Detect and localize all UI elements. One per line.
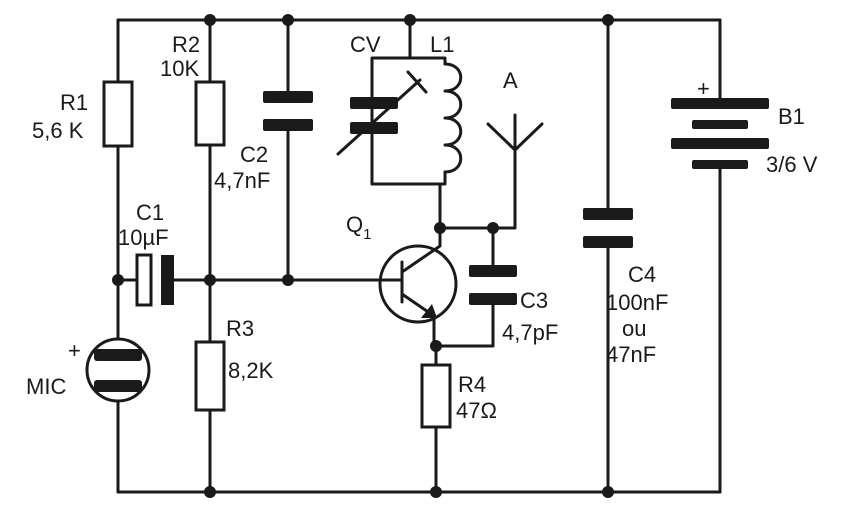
c2-value-label: 4,7nF xyxy=(214,168,270,193)
q1-name-label: Q1 xyxy=(346,212,371,243)
capacitor-c4 xyxy=(583,208,633,248)
c1-value-label: 10µF xyxy=(118,225,169,250)
r1-value-label: 5,6 K xyxy=(32,118,84,143)
antenna-name-label: A xyxy=(503,68,518,93)
c3-name-label: C3 xyxy=(520,288,548,313)
c4-name-label: C4 xyxy=(628,262,656,287)
battery-b1 xyxy=(671,98,769,169)
transistor-q1 xyxy=(378,226,458,348)
c4-value-label-2: ou xyxy=(622,316,646,341)
tank-loop-wire xyxy=(370,56,447,186)
junction-dots xyxy=(112,14,614,498)
antenna-a xyxy=(486,113,544,170)
r2-name-label: R2 xyxy=(172,32,200,57)
b1-name-label: B1 xyxy=(778,104,805,129)
c1-name-label: C1 xyxy=(136,200,164,225)
resistor-r2 xyxy=(194,80,226,147)
cv-name-label: CV xyxy=(350,32,381,57)
resistor-r4 xyxy=(420,363,452,429)
c3-value-label: 4,7pF xyxy=(502,320,558,345)
mic-name-label: MIC xyxy=(26,374,66,399)
inductor-l1 xyxy=(443,62,463,174)
capacitor-c2 xyxy=(263,91,313,131)
r1-name-label: R1 xyxy=(60,90,88,115)
mic-plus-label: + xyxy=(68,338,81,363)
b1-value-label: 3/6 V xyxy=(766,152,818,177)
r3-value-label: 8,2K xyxy=(228,358,274,383)
capacitor-c3 xyxy=(469,265,517,305)
b1-plus-label: + xyxy=(697,76,710,101)
microphone-mic xyxy=(85,337,151,403)
r2-value-label: 10K xyxy=(160,56,199,81)
c4-value-label-3: 47nF xyxy=(606,342,656,367)
r4-name-label: R4 xyxy=(458,372,486,397)
c2-name-label: C2 xyxy=(240,142,268,167)
variable-capacitor-cv xyxy=(336,70,428,156)
c4-value-label-1: 100nF xyxy=(606,290,668,315)
r4-value-label: 47Ω xyxy=(456,398,497,423)
resistor-r1 xyxy=(102,80,134,148)
resistor-r3 xyxy=(194,340,226,412)
l1-name-label: L1 xyxy=(430,32,454,57)
capacitor-c1 xyxy=(135,253,174,307)
r3-name-label: R3 xyxy=(226,316,254,341)
